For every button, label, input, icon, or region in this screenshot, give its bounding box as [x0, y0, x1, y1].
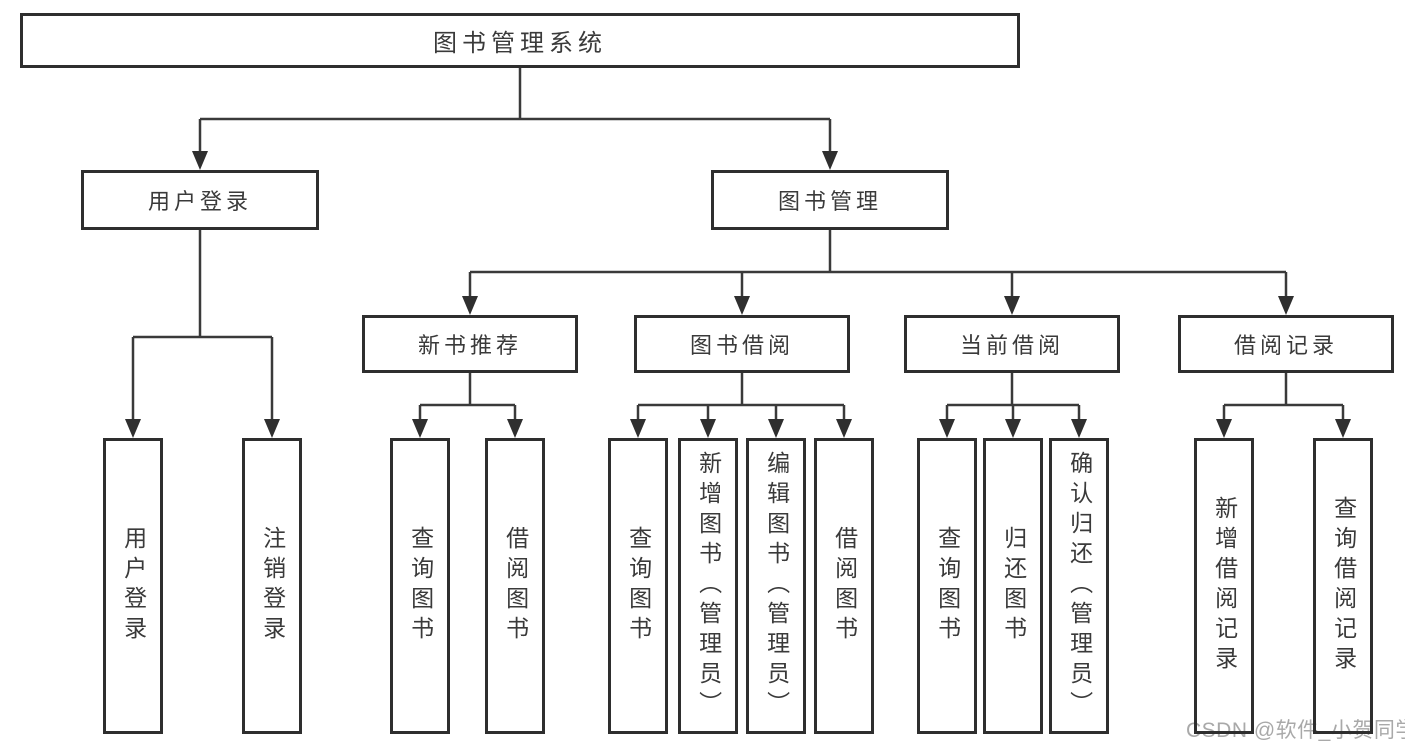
- leaf-borrow-add-books-admin-label: 新增图书（管理员）: [695, 451, 722, 721]
- connector-userlogin-children: [131, 230, 274, 434]
- leaf-borrow-query-books-label: 查询图书: [625, 526, 652, 646]
- leaf-records-query-record: 查询借阅记录: [1313, 438, 1373, 734]
- leaf-borrow-edit-books-admin-label: 编辑图书（管理员）: [763, 451, 790, 721]
- node-book-management: 图书管理: [711, 170, 949, 230]
- leaf-current-query-books: 查询图书: [917, 438, 977, 734]
- leaf-recommend-query-books-label: 查询图书: [407, 526, 434, 646]
- node-user-login: 用户登录: [81, 170, 319, 230]
- leaf-user-login-label: 用户登录: [120, 526, 147, 646]
- leaf-current-confirm-return-admin-label: 确认归还（管理员）: [1066, 451, 1093, 721]
- leaf-logout: 注销登录: [242, 438, 302, 734]
- leaf-borrow-add-books-admin: 新增图书（管理员）: [678, 438, 738, 734]
- node-borrow-records-label: 借阅记录: [1233, 333, 1338, 358]
- node-new-book-recommend-label: 新书推荐: [417, 333, 522, 358]
- connector-root-to-level2: [198, 68, 832, 166]
- arrowhead-down-icon: [734, 296, 750, 315]
- arrowhead-down-icon: [822, 151, 838, 170]
- node-borrow-records: 借阅记录: [1178, 315, 1394, 373]
- node-root: 图书管理系统: [20, 13, 1020, 68]
- arrowhead-down-icon: [939, 419, 955, 438]
- node-book-borrow: 图书借阅: [634, 315, 850, 373]
- arrowhead-down-icon: [836, 419, 852, 438]
- arrowhead-down-icon: [768, 419, 784, 438]
- leaf-current-return-books-label: 归还图书: [1000, 526, 1027, 646]
- arrowhead-down-icon: [412, 419, 428, 438]
- leaf-borrow-borrow-books: 借阅图书: [814, 438, 874, 734]
- leaf-recommend-borrow-books: 借阅图书: [485, 438, 545, 734]
- node-root-label: 图书管理系统: [433, 30, 607, 57]
- node-book-borrow-label: 图书借阅: [689, 333, 794, 358]
- arrowhead-down-icon: [462, 296, 478, 315]
- leaf-records-query-record-label: 查询借阅记录: [1330, 496, 1357, 676]
- connector-bookmgmt-children: [468, 230, 1288, 311]
- leaf-borrow-edit-books-admin: 编辑图书（管理员）: [746, 438, 806, 734]
- node-current-borrow-label: 当前借阅: [959, 333, 1064, 358]
- arrowhead-down-icon: [1278, 296, 1294, 315]
- leaf-logout-label: 注销登录: [259, 526, 286, 646]
- leaf-borrow-borrow-books-label: 借阅图书: [831, 526, 858, 646]
- leaf-recommend-query-books: 查询图书: [390, 438, 450, 734]
- arrowhead-down-icon: [507, 419, 523, 438]
- arrowhead-down-icon: [1005, 419, 1021, 438]
- connector-borrow-children: [636, 373, 846, 434]
- arrowhead-down-icon: [192, 151, 208, 170]
- leaf-recommend-borrow-books-label: 借阅图书: [502, 526, 529, 646]
- leaf-current-return-books: 归还图书: [983, 438, 1043, 734]
- arrowhead-down-icon: [1335, 419, 1351, 438]
- leaf-current-query-books-label: 查询图书: [934, 526, 961, 646]
- leaf-current-confirm-return-admin: 确认归还（管理员）: [1049, 438, 1109, 734]
- connector-recommend-children: [418, 373, 517, 434]
- leaf-records-add-record-label: 新增借阅记录: [1211, 496, 1238, 676]
- connector-records-children: [1222, 373, 1345, 434]
- node-current-borrow: 当前借阅: [904, 315, 1120, 373]
- arrowhead-down-icon: [125, 419, 141, 438]
- leaf-user-login: 用户登录: [103, 438, 163, 734]
- leaf-records-add-record: 新增借阅记录: [1194, 438, 1254, 734]
- node-book-management-label: 图书管理: [777, 189, 882, 214]
- arrowhead-down-icon: [264, 419, 280, 438]
- arrowhead-down-icon: [1071, 419, 1087, 438]
- leaf-borrow-query-books: 查询图书: [608, 438, 668, 734]
- arrowhead-down-icon: [630, 419, 646, 438]
- arrowhead-down-icon: [1216, 419, 1232, 438]
- node-user-login-label: 用户登录: [147, 189, 252, 214]
- arrowhead-down-icon: [1004, 296, 1020, 315]
- arrowhead-down-icon: [700, 419, 716, 438]
- node-new-book-recommend: 新书推荐: [362, 315, 578, 373]
- csdn-watermark: CSDN @软件_小贺同学: [1186, 719, 1405, 742]
